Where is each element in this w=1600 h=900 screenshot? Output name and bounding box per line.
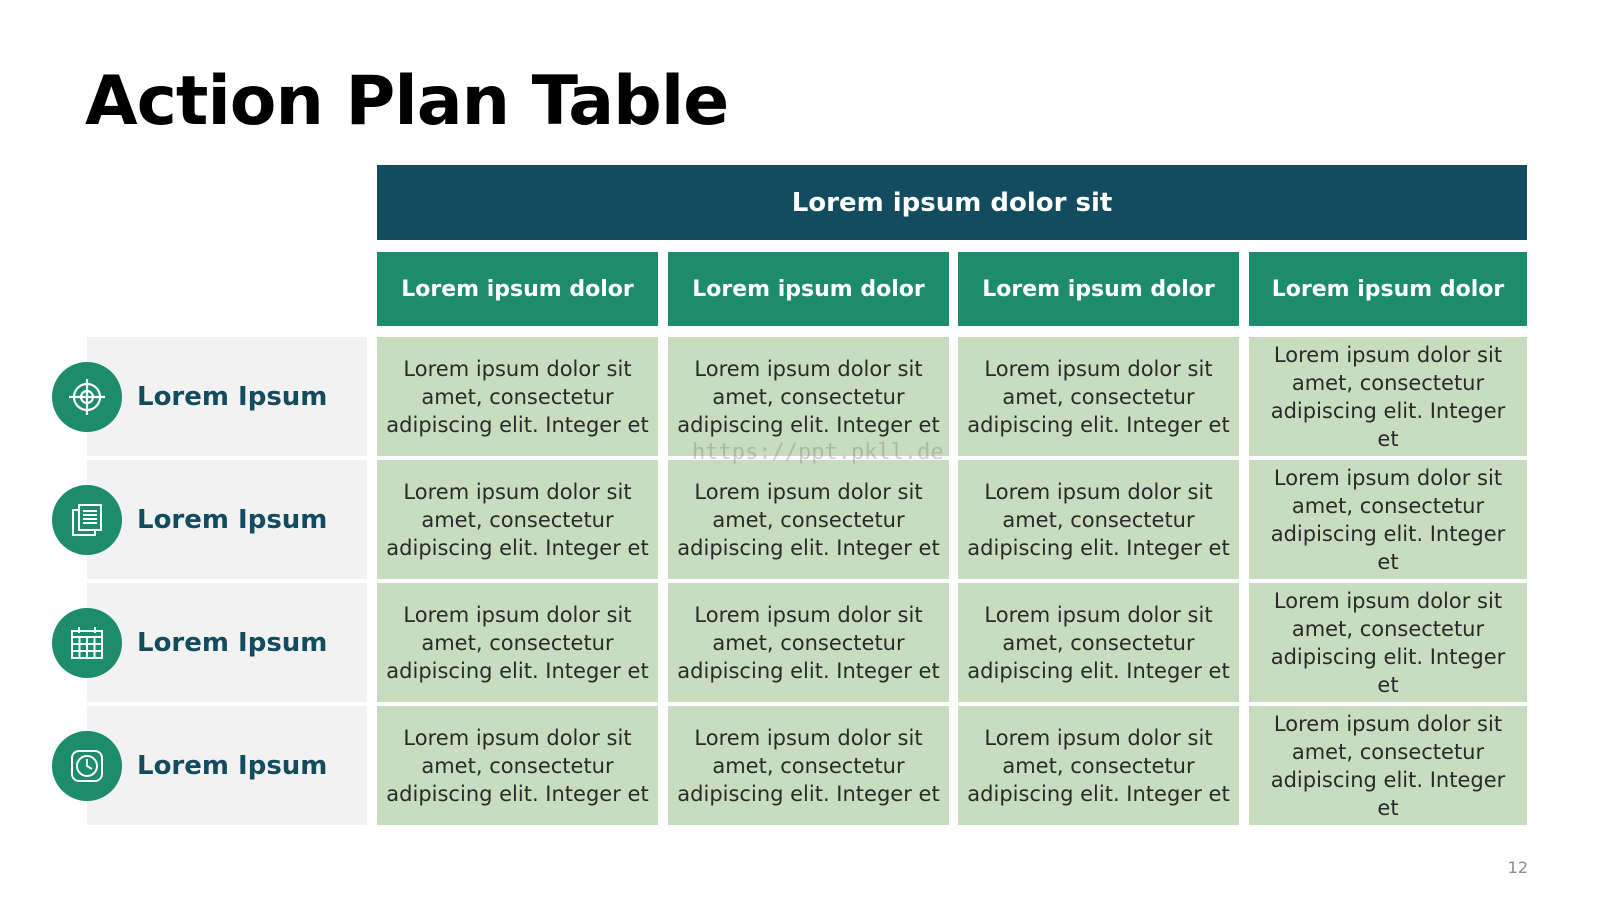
- table-cell: Lorem ipsum dolor sit amet, consectetur …: [958, 337, 1239, 456]
- table-cell: Lorem ipsum dolor sit amet, consectetur …: [377, 460, 658, 579]
- column-header-3: Lorem ipsum dolor: [958, 252, 1239, 326]
- table-cell: Lorem ipsum dolor sit amet, consectetur …: [958, 706, 1239, 825]
- row-label-background: [87, 460, 367, 579]
- watermark-text: https://ppt.pkll.de: [692, 440, 944, 465]
- row-label-background: [87, 583, 367, 702]
- table-cell: Lorem ipsum dolor sit amet, consectetur …: [377, 706, 658, 825]
- table-cell: Lorem ipsum dolor sit amet, consectetur …: [1249, 460, 1527, 579]
- table-cell: Lorem ipsum dolor sit amet, consectetur …: [377, 583, 658, 702]
- row-label: Lorem Ipsum: [137, 505, 328, 535]
- row-label: Lorem Ipsum: [137, 751, 328, 781]
- table-cell: Lorem ipsum dolor sit amet, consectetur …: [1249, 706, 1527, 825]
- column-header-1: Lorem ipsum dolor: [377, 252, 658, 326]
- table-cell: Lorem ipsum dolor sit amet, consectetur …: [377, 337, 658, 456]
- table-cell: Lorem ipsum dolor sit amet, consectetur …: [668, 706, 949, 825]
- document-icon: [52, 485, 122, 555]
- page-number: 12: [1507, 858, 1528, 877]
- target-crosshair-icon: [52, 362, 122, 432]
- table-cell: Lorem ipsum dolor sit amet, consectetur …: [1249, 583, 1527, 702]
- row-label-background: [87, 706, 367, 825]
- clock-icon: [52, 731, 122, 801]
- row-label: Lorem Ipsum: [137, 628, 328, 658]
- calendar-icon: [52, 608, 122, 678]
- column-header-4: Lorem ipsum dolor: [1249, 252, 1527, 326]
- table-cell: Lorem ipsum dolor sit amet, consectetur …: [668, 337, 949, 456]
- row-label: Lorem Ipsum: [137, 382, 328, 412]
- table-cell: Lorem ipsum dolor sit amet, consectetur …: [1249, 337, 1527, 456]
- table-cell: Lorem ipsum dolor sit amet, consectetur …: [958, 460, 1239, 579]
- table-cell: Lorem ipsum dolor sit amet, consectetur …: [958, 583, 1239, 702]
- slide-title: Action Plan Table: [85, 62, 729, 141]
- table-super-header: Lorem ipsum dolor sit: [377, 165, 1527, 240]
- table-cell: Lorem ipsum dolor sit amet, consectetur …: [668, 460, 949, 579]
- column-header-2: Lorem ipsum dolor: [668, 252, 949, 326]
- row-label-background: [87, 337, 367, 456]
- table-cell: Lorem ipsum dolor sit amet, consectetur …: [668, 583, 949, 702]
